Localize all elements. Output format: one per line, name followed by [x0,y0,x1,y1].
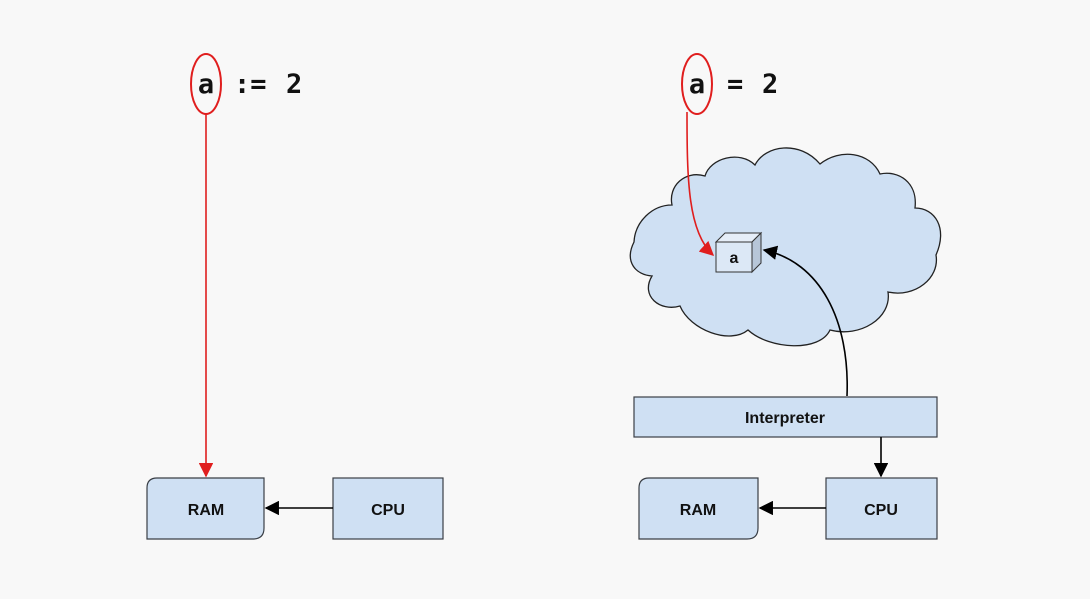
left-code-var: a [198,69,214,100]
object-a-label: a [730,250,739,267]
left-ram-label: RAM [188,502,224,519]
right-ram-box: RAM [638,477,759,540]
right-ram-label: RAM [680,502,716,519]
left-cpu-box: CPU [332,477,444,540]
left-ram-box: RAM [146,477,265,540]
left-code-operator: := [234,69,267,100]
left-code-statement: a := 2 [190,53,302,115]
object-a-cube: a [714,231,763,274]
right-code-var: a [689,69,705,100]
interpreter-box: Interpreter [633,396,938,438]
right-code-operator: = [727,69,743,100]
interpreter-to-object-arrow [762,245,848,397]
right-code-value: 2 [762,69,778,100]
right-cpu-label: CPU [864,502,898,519]
right-code-statement: a = 2 [681,53,778,115]
right-var-to-object-arrow [686,111,715,256]
right-cpu-box: CPU [825,477,938,540]
interpreter-label: Interpreter [745,410,825,427]
memory-cloud [629,147,942,347]
right-var-highlight-ellipse [681,53,713,115]
left-cpu-label: CPU [371,502,405,519]
right-panel: a = 2 a Interpreter RAM [629,53,942,540]
left-panel: a := 2 RAM CPU [146,53,444,540]
left-code-value: 2 [286,69,302,100]
